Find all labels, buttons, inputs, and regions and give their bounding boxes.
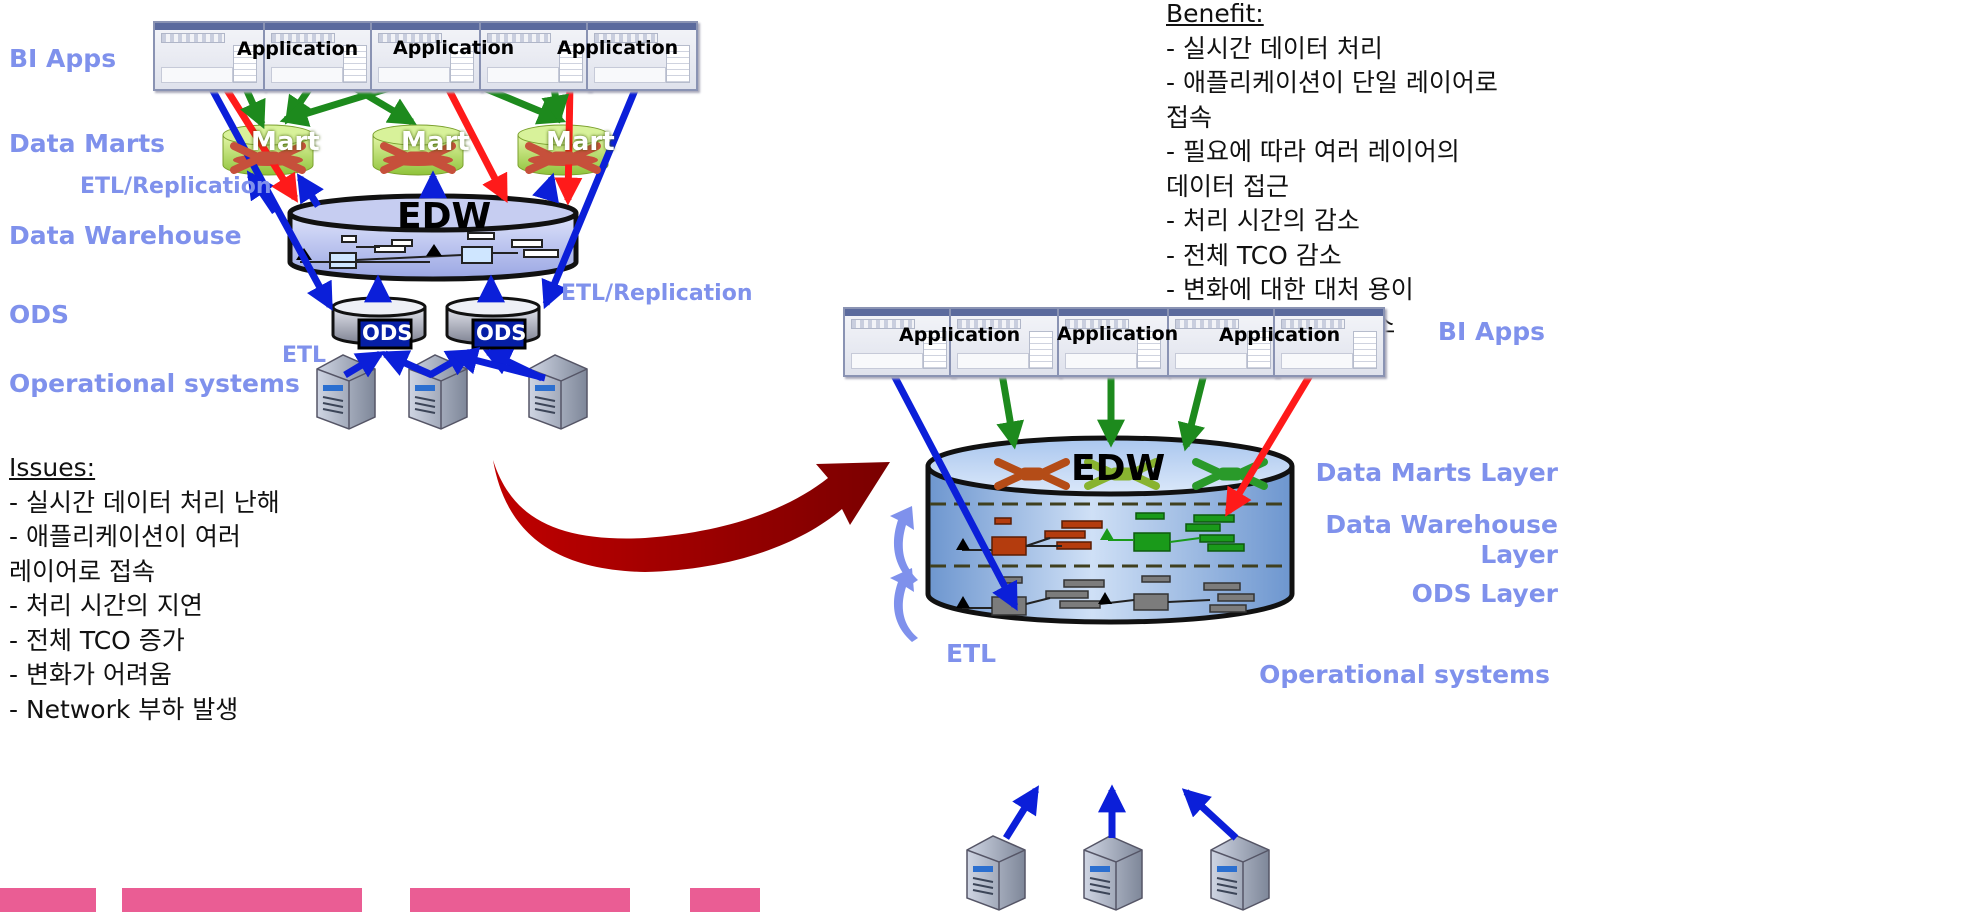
benefit-item: - 처리 시간의 감소 (1166, 206, 1360, 235)
label-etl-right: ETL (946, 639, 997, 668)
application-window-icon (1057, 307, 1169, 377)
application-label: Application (1057, 323, 1179, 345)
edw-cylinder-left (287, 193, 579, 282)
benefit-item: 데이터 접근 (1166, 171, 1289, 201)
edw-label-right: EDW (1071, 448, 1166, 489)
layer-label-operational-systems-right: Operational systems (1259, 660, 1550, 689)
application-label: Application (237, 38, 359, 60)
application-window-icon (843, 307, 955, 377)
issue-item: - 전체 TCO 증가 (9, 625, 185, 655)
issue-item: - 변화가 어려움 (9, 660, 172, 689)
mart-label: Mart (546, 127, 615, 157)
application-window-icon (1273, 307, 1385, 377)
benefit-item: - 애플리케이션이 단일 레이어로 (1166, 68, 1498, 97)
application-window-icon (263, 21, 375, 91)
application-label: Application (1219, 324, 1341, 346)
layer-label-bi-apps-right: BI Apps (1437, 317, 1545, 346)
ods-label: ODS (476, 321, 527, 345)
benefit-item: - 실시간 데이터 처리 (1166, 33, 1383, 63)
issue-item: - 처리 시간의 지연 (9, 591, 203, 620)
layer-label-data-marts: Data Marts Layer (1315, 458, 1558, 487)
benefit-heading: Benefit: (1166, 0, 1264, 28)
layer-label-ods: ODS (9, 300, 70, 329)
layer-label-operational-systems: Operational systems (9, 369, 300, 398)
benefit-item: - 전체 TCO 감소 (1166, 240, 1342, 270)
issue-item: - 실시간 데이터 처리 난해 (9, 487, 280, 517)
layer-label-data-marts: Data Marts (9, 129, 166, 158)
mart-label: Mart (251, 127, 320, 157)
layer-label-data-warehouse: Data Warehouse (9, 221, 242, 250)
issue-item: - 애플리케이션이 여러 (9, 522, 241, 551)
ods-label: ODS (362, 321, 413, 345)
edw-label-left: EDW (397, 196, 492, 237)
application-label: Application (899, 324, 1021, 346)
label-etl: ETL (282, 343, 327, 368)
layer-label-ods: ODS Layer (1411, 579, 1558, 608)
issues-heading: Issues: (9, 453, 96, 482)
mart-label: Mart (401, 127, 470, 157)
benefit-item: - 필요에 따라 여러 레이어의 (1166, 137, 1460, 166)
watermark-logo (0, 888, 760, 912)
layer-label-etl-replication: ETL/Replication (80, 174, 272, 199)
label-etl-replication-right: ETL/Replication (561, 281, 753, 306)
layer-label-data-warehouse-line2: Layer (1480, 540, 1558, 569)
application-window-icon (153, 21, 265, 91)
application-label: Application (393, 37, 515, 59)
benefit-item: 접속 (1166, 102, 1213, 132)
issue-item: 레이어로 접속 (9, 556, 155, 586)
issues-list: Issues: - 실시간 데이터 처리 난해 - 애플리케이션이 여러 레이어… (9, 451, 280, 727)
server-icons-right (966, 835, 1270, 911)
ods-cylinders-left (331, 296, 541, 350)
application-window-icon (370, 21, 482, 91)
transition-arrow-icon (493, 460, 890, 572)
application-label: Application (557, 37, 679, 59)
layer-label-data-warehouse-line1: Data Warehouse (1325, 510, 1558, 539)
issue-item: - Network 부하 발생 (9, 694, 239, 724)
application-window-icon (1167, 307, 1279, 377)
layer-flow-arrows-right (890, 506, 918, 642)
application-window-icon (586, 21, 698, 91)
layer-label-bi-apps: BI Apps (9, 44, 117, 73)
benefit-item: - 변화에 대한 대처 용이 (1166, 275, 1414, 304)
